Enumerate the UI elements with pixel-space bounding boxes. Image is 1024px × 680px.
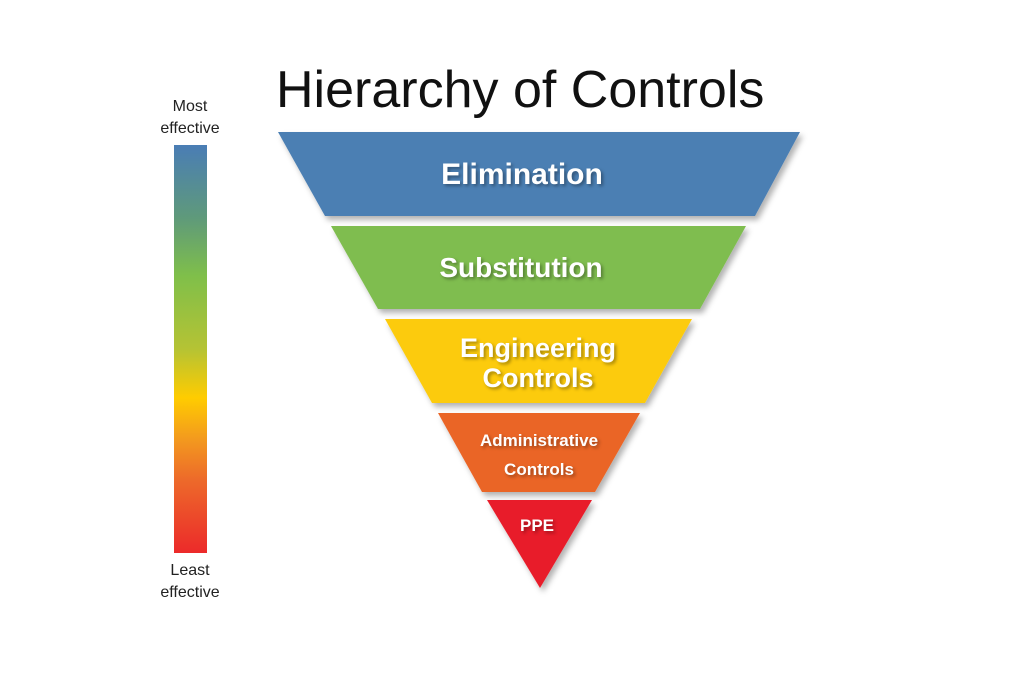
tier-administrative-label: Administrative Controls (439, 426, 639, 484)
tier-ppe-text: PPE (519, 516, 555, 535)
scale-bottom-line2: effective (160, 584, 220, 601)
tier-elimination-text: Elimination (441, 158, 603, 191)
tier-engineering-shape (385, 319, 692, 403)
tier-administrative-line2: Controls (504, 460, 574, 479)
most-effective-label: Most effective (140, 96, 240, 140)
scale-top-line2: effective (160, 120, 220, 137)
tier-substitution-shape (331, 226, 746, 309)
tier-engineering-line2: Controls (482, 363, 594, 393)
least-effective-label: Least effective (140, 560, 240, 604)
page-title: Hierarchy of Controls (276, 61, 765, 119)
tier-engineering-label: Engineering Controls (438, 333, 638, 393)
scale-top-line1: Most (172, 98, 208, 115)
tier-ppe-shape (487, 500, 592, 588)
tier-elimination-shape (278, 132, 800, 216)
tier-elimination-label: Elimination (422, 158, 622, 192)
scale-bottom-line1: Least (170, 562, 210, 579)
tier-administrative-line1: Administrative (479, 431, 599, 450)
effectiveness-gradient-bar (174, 145, 207, 553)
tier-ppe-label: PPE (487, 516, 587, 536)
tier-administrative-shape (438, 413, 640, 492)
tier-substitution-text: Substitution (439, 252, 603, 283)
tier-engineering-line1: Engineering (459, 333, 616, 363)
tier-substitution-label: Substitution (421, 252, 621, 284)
